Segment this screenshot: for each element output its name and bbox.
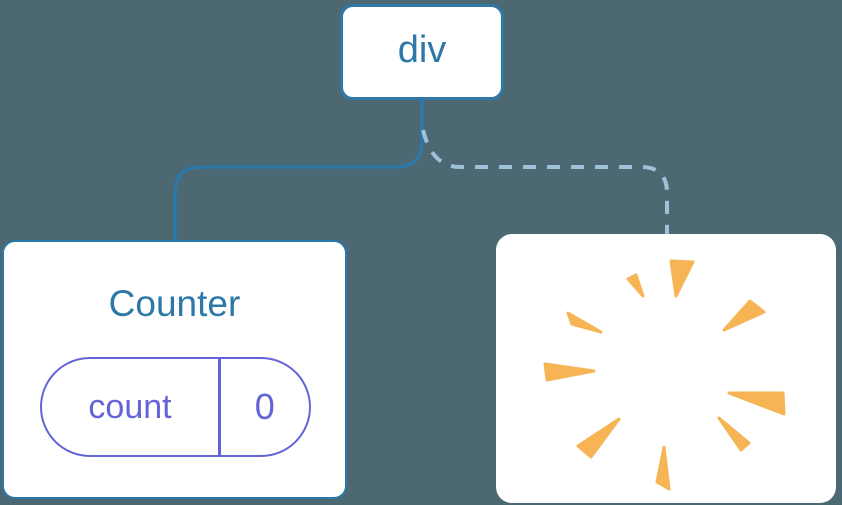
state-divider <box>218 359 221 455</box>
div-node-label: div <box>397 29 447 71</box>
poof-ray <box>669 259 695 298</box>
state-pill: count 0 <box>40 357 311 457</box>
state-name: count <box>88 387 172 426</box>
removed-node <box>496 234 836 503</box>
counter-node: Counter count 0 <box>2 240 347 499</box>
poof-ray <box>566 311 603 334</box>
counter-title: Counter <box>108 283 241 324</box>
poof-ray <box>576 417 621 459</box>
poof-icon <box>543 259 786 491</box>
connector-dashed-link <box>421 129 669 235</box>
poof-ray <box>717 416 751 452</box>
poof-ray <box>655 445 671 491</box>
poof-ray <box>626 273 645 298</box>
connector-solid-link <box>173 100 424 241</box>
poof-ray <box>543 362 596 382</box>
state-value: 0 <box>254 386 275 427</box>
div-node: div <box>340 4 504 100</box>
poof-ray <box>722 299 766 332</box>
poof-ray <box>727 391 786 416</box>
